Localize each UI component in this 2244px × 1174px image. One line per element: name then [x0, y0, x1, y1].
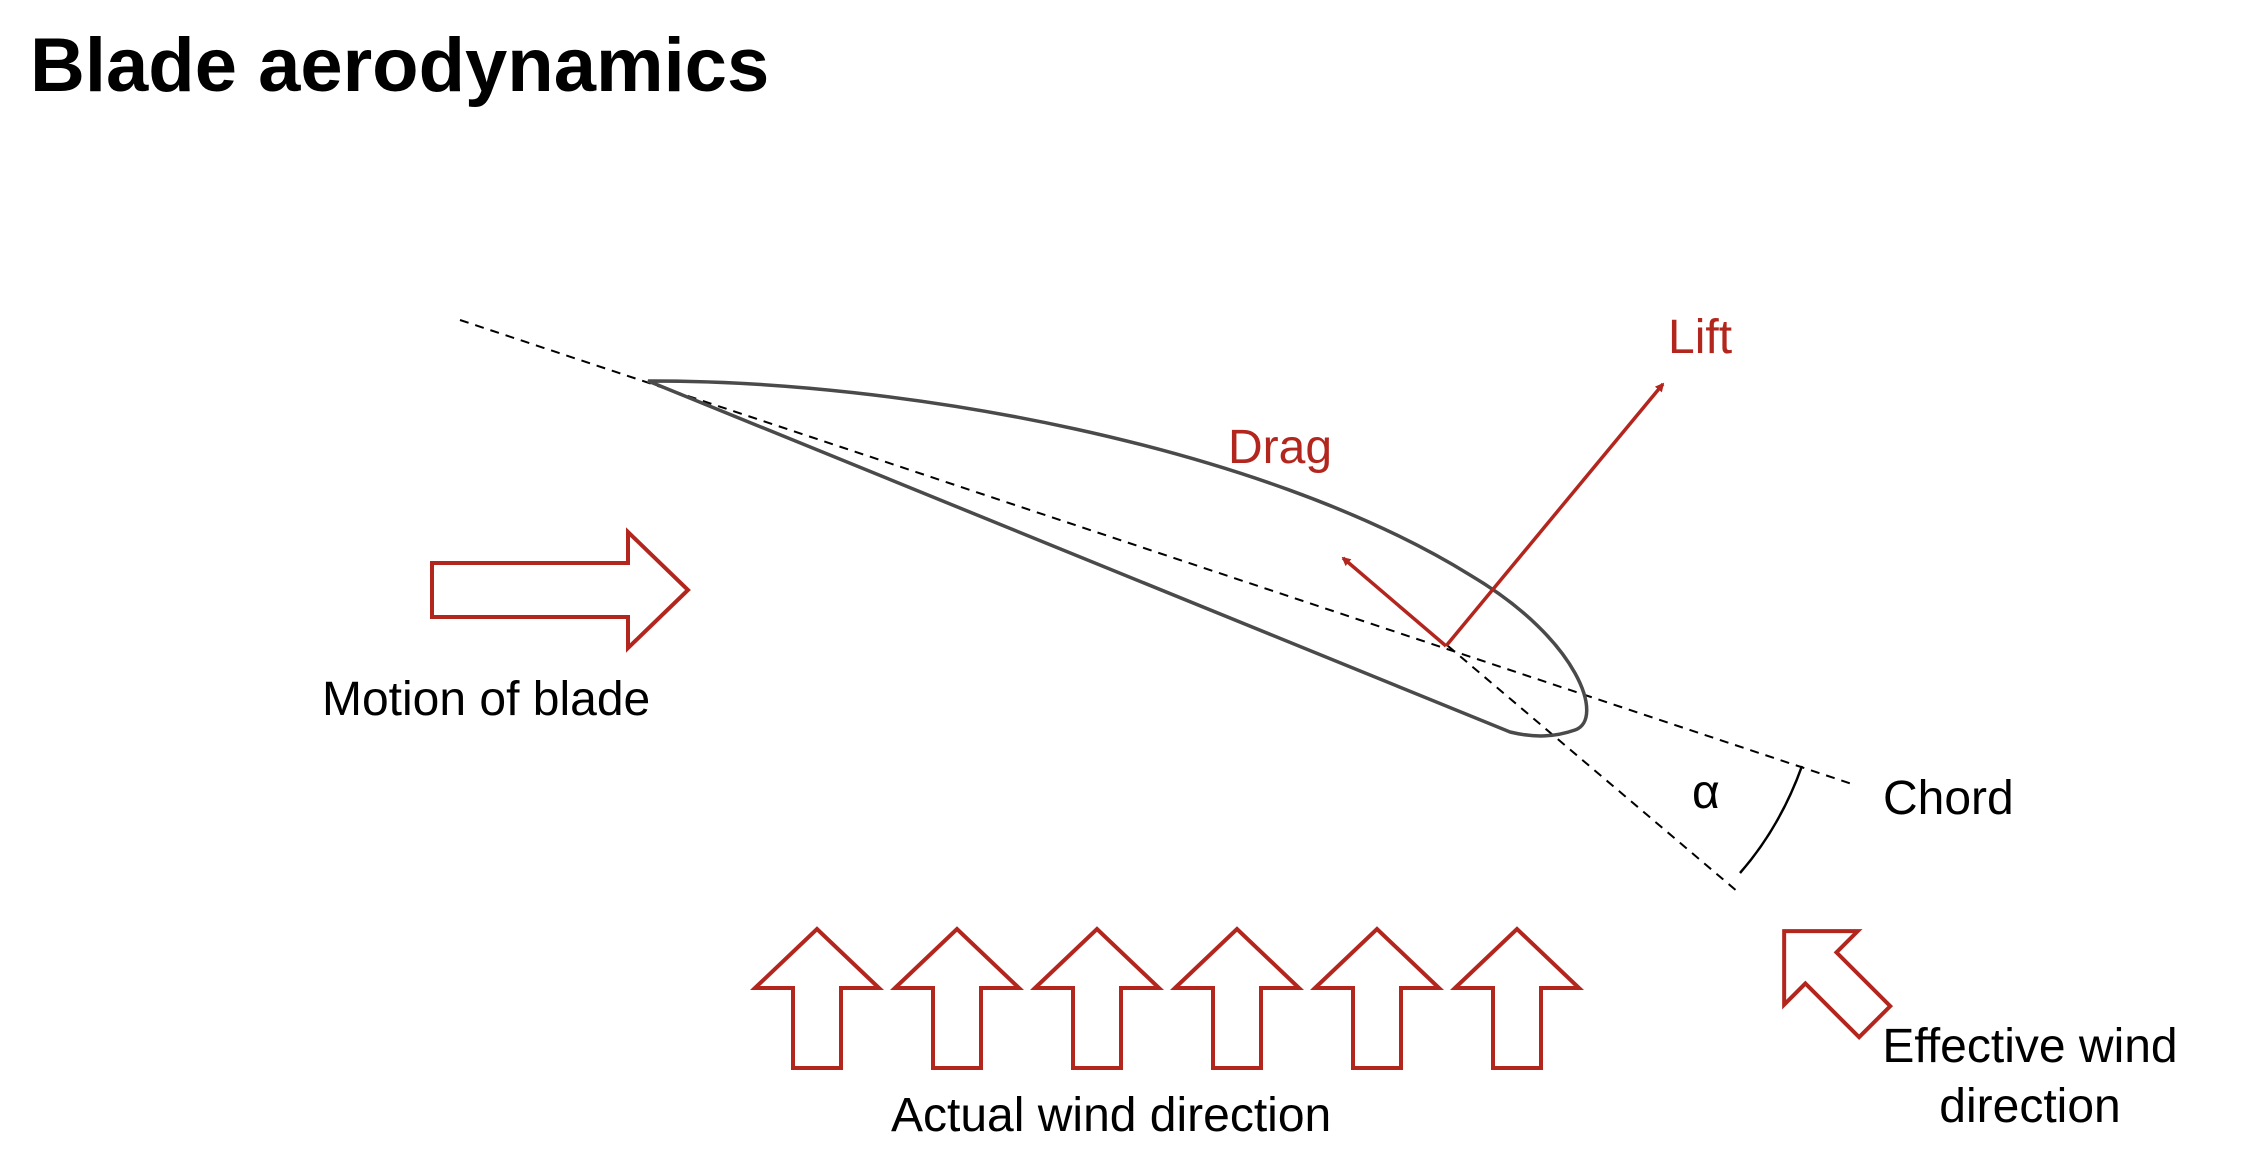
wind-arrow	[889, 926, 1025, 1070]
wind-arrow	[1169, 926, 1305, 1070]
actual-wind-arrows	[749, 926, 1585, 1070]
airfoil-shape	[647, 379, 1589, 738]
drag-label: Drag	[1228, 421, 1333, 474]
lift-arrow	[1444, 382, 1665, 648]
wind-arrow	[1309, 926, 1445, 1070]
effective-wind-direction-label: Effective wind direction	[1882, 1020, 2178, 1133]
effective-wind-arrow	[1782, 929, 1894, 1041]
actual-wind-direction-label: Actual wind direction	[891, 1089, 1332, 1142]
lift-label: Lift	[1668, 311, 1733, 364]
angle-of-attack-label: α	[1692, 766, 1720, 819]
wind-arrow	[1029, 926, 1165, 1070]
drag-arrow	[1341, 556, 1448, 648]
motion-of-blade-arrow	[430, 527, 691, 653]
angle-of-attack-arc	[1739, 765, 1804, 874]
motion-of-blade-label: Motion of blade	[322, 673, 651, 726]
chord-label: Chord	[1883, 772, 2014, 825]
page-title: Blade aerodynamics	[30, 23, 770, 108]
wind-arrow	[1449, 926, 1585, 1070]
wind-arrow	[749, 926, 885, 1070]
